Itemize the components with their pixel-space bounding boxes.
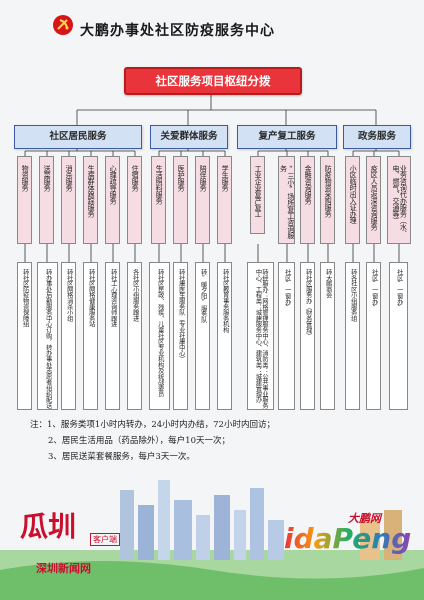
shenzhen-news-text: 深圳新闻网: [36, 562, 91, 575]
dapeng-net-cn: 大鹏网: [348, 512, 381, 525]
category-resident-services: 社区居民服务: [14, 125, 142, 149]
handling-box: 转社区民政、残疾、儿童社区专业机构及统战委员: [149, 262, 170, 410]
note-line-3: 3、居民送菜套餐服务，每户3天一次。: [48, 452, 195, 462]
note-line-1: 注：1、服务类项1小时内转办，24小时内办结，72小时内回访；: [30, 420, 275, 430]
shenzhen-news-logo: 瓜圳: [20, 510, 77, 543]
handling-box: 转社区网格健康服务站: [83, 262, 98, 410]
handling-box: 转各社区小组服务组: [345, 262, 360, 410]
handling-box: 社区“一窗办”: [366, 262, 381, 410]
handling-box: 转社区网格消杀小组: [61, 262, 76, 410]
note-line-2: 2、居民生活用品（药品除外），每户10天一次；: [48, 436, 230, 446]
service-box: 心理疏导服务: [105, 156, 120, 244]
service-box: 工业企业复产复工: [250, 156, 265, 234]
category-resumption-services: 复产复工服务: [237, 125, 337, 149]
handling-box: 社区“一窗办”: [389, 262, 408, 410]
handling-box: 转社区服务办（财务管理）: [300, 262, 315, 410]
handling-box: 转经服办：网格管理服务中心、消防类：公共事业服务中心、工程类：城建服务中心、建筑…: [247, 262, 274, 410]
handling-box: 转“暖夕阳”服务队: [195, 262, 210, 410]
handling-box: 社区“一窗办”: [278, 262, 295, 410]
service-box: 陪伴服务: [195, 156, 210, 244]
notes: 注：1、服务类项1小时内转办，24小时内办结，72小时内回访； 2、居民生活用品…: [30, 417, 410, 465]
handling-box: 转办事处后勤服务中心订购，转办事处志愿者组织配送: [37, 262, 58, 410]
city-skyline-illustration: [0, 480, 424, 600]
service-box: 物资服务: [17, 156, 32, 244]
service-box: 业务咨询代办服务（水、电、燃气、交通等）: [387, 156, 411, 244]
handling-box: 各社区小组服务跟进: [127, 262, 142, 410]
handling-box: 转社康医生服务队（专业社康中心）: [173, 262, 188, 410]
party-emblem-icon: [53, 15, 73, 35]
handling-box: 转大鹏商会: [320, 262, 335, 410]
service-box: 防疫物资采购服务: [320, 156, 335, 244]
service-box: 生活照料服务: [151, 156, 166, 244]
header: 大鹏办事处社区防疫服务中心: [0, 0, 424, 60]
org-title: 大鹏办事处社区防疫服务中心: [80, 23, 275, 39]
handling-box: 转社工心理咨询师跟进: [105, 262, 120, 410]
service-box: “三小”场所复工咨询服务: [278, 156, 295, 244]
service-box: 学生服务: [217, 156, 232, 244]
root-node: 社区服务项目枢纽分拨: [124, 67, 302, 95]
service-box: 消杀服务: [61, 156, 76, 244]
service-box: 送菜服务: [39, 156, 54, 244]
service-box: 医护服务: [173, 156, 188, 244]
handling-box: 转社区防疫物资保障组: [17, 262, 32, 410]
service-box: 生病群体跟踪服务: [83, 156, 98, 244]
service-box: 小区临时出入证办理: [345, 156, 360, 244]
idapeng-logo: idaPeng: [284, 522, 412, 555]
service-box: 疫区人员返深咨询服务: [366, 156, 381, 244]
service-box: 金融咨询服务: [300, 156, 315, 244]
client-badge: 客户端: [90, 533, 120, 546]
service-box: 住宿服务: [127, 156, 142, 244]
category-government-services: 政务服务: [343, 125, 411, 149]
category-care-services: 关爱群体服务: [150, 125, 228, 149]
handling-box: 转社区教育事务服务机构: [217, 262, 232, 410]
